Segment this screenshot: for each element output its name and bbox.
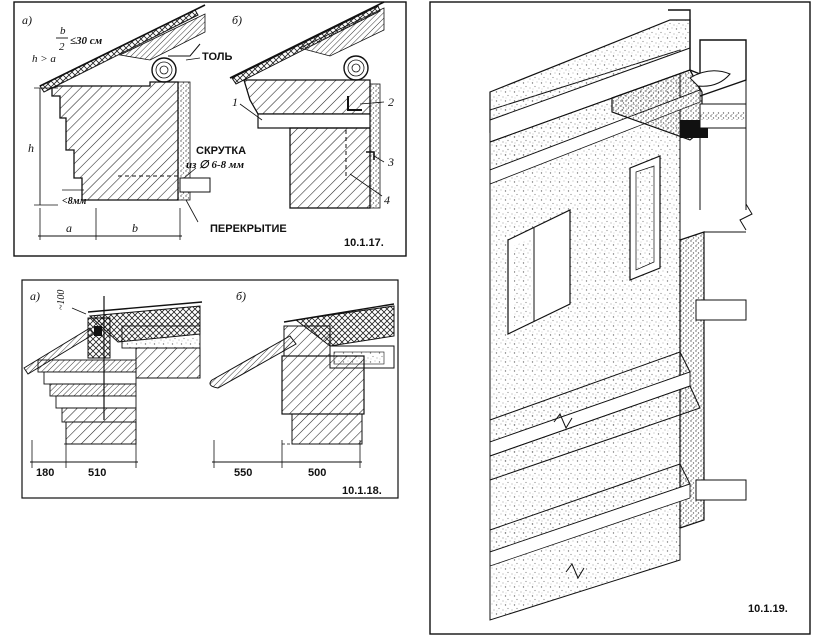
fig18-dim-180: 180	[36, 467, 54, 479]
fig17-variant-b-label: б)	[232, 13, 242, 27]
figure-19-frame	[429, 1, 811, 635]
fig17-variant-b-drawing	[229, 1, 385, 209]
fig18-a-post	[87, 317, 111, 359]
fig18-dim-100: ~100	[56, 290, 67, 310]
fig17-variant-a-label: а)	[22, 13, 32, 27]
fig18-variant-b-label: б)	[236, 289, 246, 303]
fig18-dim-550: 550	[234, 467, 252, 479]
fig17-dim-h: h	[28, 141, 34, 155]
fig18-dim-510: 510	[88, 467, 106, 479]
fig17-formula-rule: ≤30 см	[70, 35, 103, 47]
figure-18-frame	[21, 279, 399, 499]
fig17-formula-b: b	[60, 25, 66, 37]
fig18-caption: 10.1.18.	[342, 485, 382, 497]
fig18-dim-500: 500	[308, 467, 326, 479]
figure-10-1-19: 10.1.19.	[429, 1, 811, 635]
fig18-variant-b-drawing	[209, 303, 395, 468]
fig17-callout-4: 4	[384, 193, 390, 207]
fig17-dim-a: a	[66, 221, 72, 235]
figure-10-1-17: а) б) b 2 ≤30 см h > a ТОЛЬ СКРУТКА из ∅…	[13, 1, 407, 257]
fig17-callout-1: 1	[232, 95, 238, 109]
figure-10-1-18: а) б) ~100 180 510 550 500 10.1.18.	[21, 279, 399, 499]
fig17-label-perekrytie: ПЕРЕКРЫТИЕ	[210, 223, 287, 235]
fig17-label-gap: <8мм	[62, 196, 87, 207]
fig17-label-tol: ТОЛЬ	[202, 51, 232, 63]
fig17-callout-3: 3	[387, 155, 394, 169]
fig19-caption: 10.1.19.	[748, 603, 788, 615]
fig17-dim-b: b	[132, 221, 138, 235]
fig18-variant-a-label: а)	[30, 289, 40, 303]
fig17-label-skrutka-dia: из ∅ 6-8 мм	[186, 159, 244, 171]
fig17-formula-2: 2	[59, 41, 65, 53]
fig17-callout-2: 2	[388, 95, 394, 109]
fig17-formula-ineq: h > a	[32, 53, 56, 65]
fig18-variant-a-drawing	[23, 296, 203, 468]
fig17-label-skrutka: СКРУТКА	[196, 145, 246, 157]
fig17-caption: 10.1.17.	[344, 237, 384, 249]
figure-17-frame	[13, 1, 407, 257]
fig17-variant-a-drawing	[34, 4, 211, 240]
